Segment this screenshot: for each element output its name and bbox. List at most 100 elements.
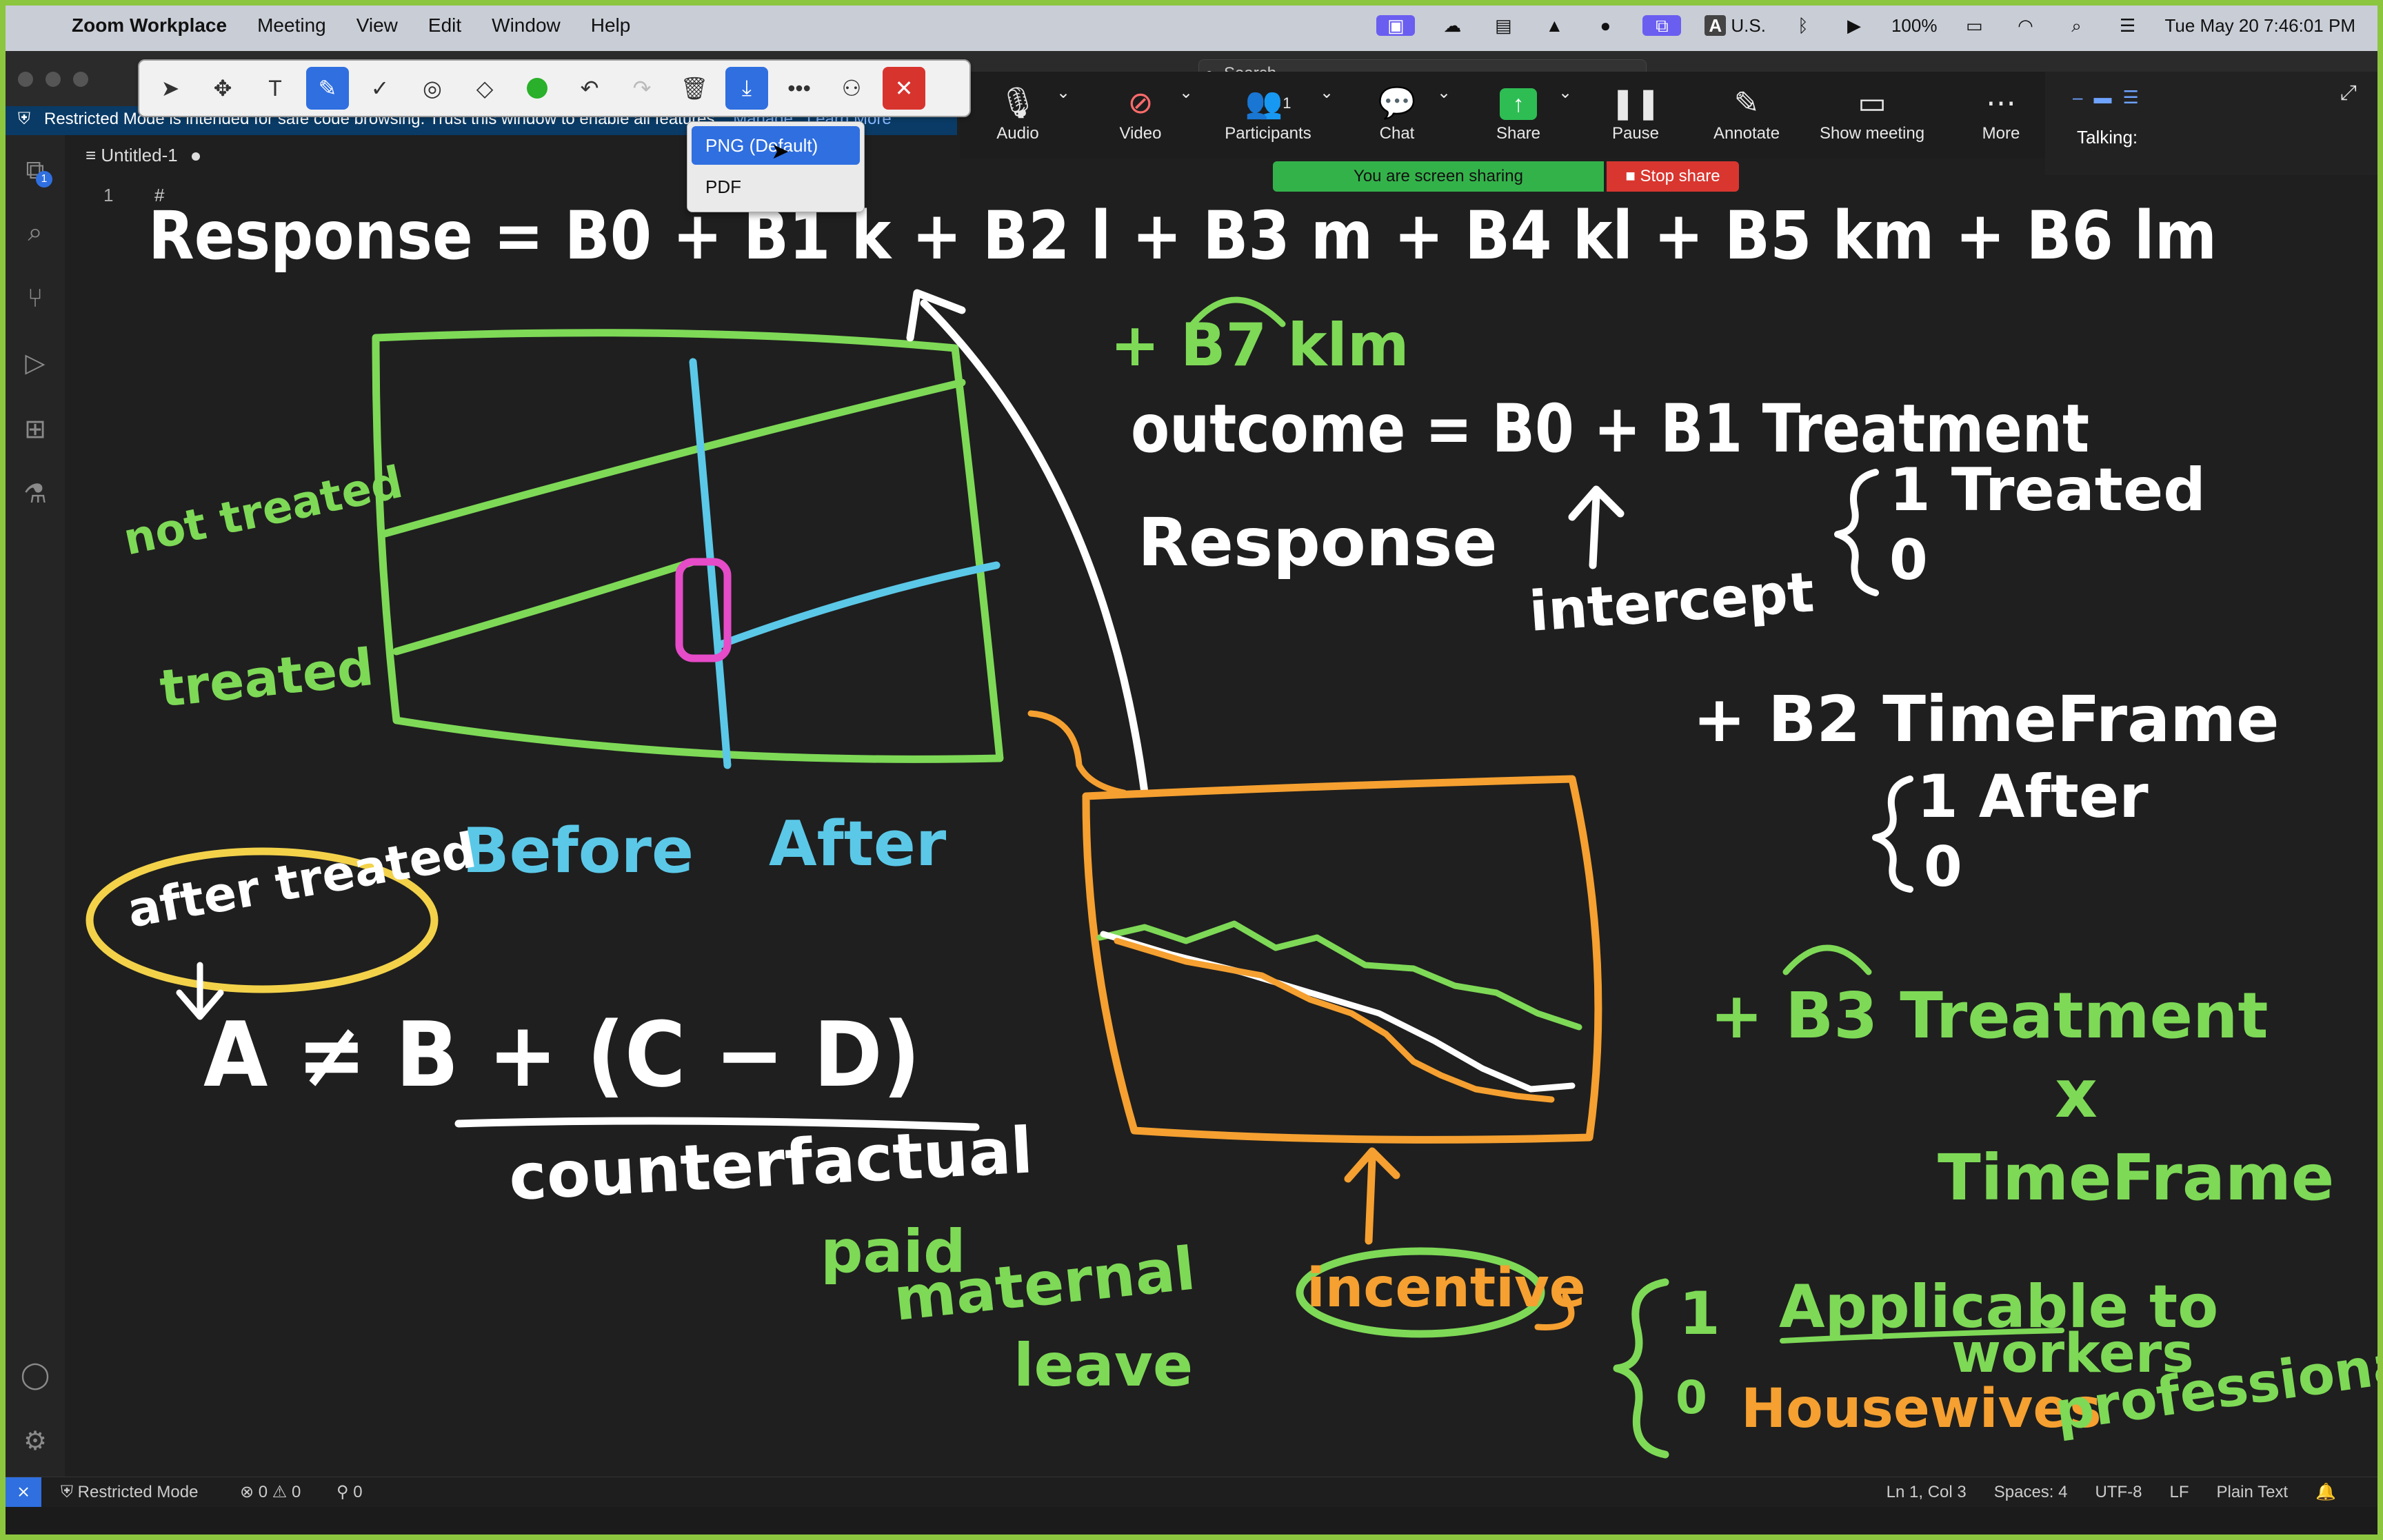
status-cursor-position[interactable]: Ln 1, Col 3 (1886, 1483, 1967, 1501)
video-options-chevron-icon[interactable]: ⌄ (1179, 83, 1194, 102)
menu-view[interactable]: View (356, 14, 398, 36)
battery-percent[interactable]: 100% (1891, 14, 1938, 36)
wifi-icon[interactable]: ◠ (2018, 15, 2033, 36)
save-png-option[interactable]: PNG (Default) (692, 126, 860, 165)
eraser-icon[interactable]: ◇ (476, 76, 494, 101)
office-icon[interactable]: ▤ (1495, 15, 1512, 36)
menu-edit[interactable]: Edit (428, 14, 462, 36)
eq-interaction: + B3 Treatment (1710, 979, 2269, 1053)
pause-share-button[interactable]: ❚❚ Pause (1601, 83, 1670, 143)
chat-button[interactable]: 💬 Chat (1363, 83, 1431, 143)
expand-icon[interactable]: ⤢ (2340, 81, 2357, 104)
menu-meeting[interactable]: Meeting (257, 14, 326, 36)
applicable-underline (1780, 1328, 2064, 1344)
spotlight-search-icon[interactable]: ⌕ (2071, 15, 2082, 36)
chat-label: Chat (1379, 124, 1415, 143)
incentive-ellipse (1296, 1247, 1545, 1338)
video-off-icon: ⊘ (1127, 86, 1154, 120)
input-source[interactable]: A U.S. (1705, 14, 1766, 37)
show-meeting-button[interactable]: ▭ Show meeting (1813, 83, 1931, 143)
participants-options-chevron-icon[interactable]: ⌄ (1320, 83, 1334, 102)
hat-b7 (1189, 296, 1286, 327)
participants-button[interactable]: 👥1 Participants (1216, 83, 1320, 143)
undo-icon[interactable]: ↶ (580, 76, 599, 101)
share-button[interactable]: ↑ Share (1484, 83, 1553, 143)
run-debug-icon[interactable]: ▷ (25, 349, 46, 378)
zoom-share-status-icon[interactable]: ▣ (1376, 15, 1416, 36)
code-line-1[interactable]: # (154, 185, 165, 205)
control-center-icon[interactable]: ☰ (2119, 15, 2136, 36)
unsaved-dot-icon[interactable] (191, 152, 200, 161)
save-pdf-option[interactable]: PDF (705, 176, 741, 197)
more-tools-icon[interactable]: ••• (787, 75, 811, 101)
zoom-window-button[interactable] (73, 72, 88, 87)
counterfactual-underline (454, 1117, 980, 1131)
green-box (372, 329, 1004, 763)
extensions-icon[interactable]: ⊞ (24, 415, 46, 444)
status-encoding[interactable]: UTF-8 (2095, 1483, 2142, 1501)
menu-help[interactable]: Help (590, 14, 631, 36)
status-restricted-mode[interactable]: ⛨ Restricted Mode (61, 1477, 198, 1508)
audio-button[interactable]: 🎙 Audio (983, 83, 1052, 143)
settings-gear-icon[interactable]: ⚙ (23, 1427, 48, 1456)
treated-line-before (392, 558, 697, 656)
after-one: 1 After (1917, 762, 2149, 831)
status-problems[interactable]: ⊗ 0 ⚠ 0 (240, 1483, 301, 1501)
view-mode-icons[interactable]: –▬☰ (2073, 87, 2150, 108)
stamp-check-icon[interactable]: ✓ (370, 76, 390, 101)
incentive-up-arrow (1344, 1147, 1400, 1245)
applicable-one: 1 (1679, 1279, 1720, 1348)
eq-b7: + B7 klm (1110, 311, 1409, 380)
play-icon[interactable]: ▶ (1847, 15, 1861, 36)
status-language-mode[interactable]: Plain Text (2216, 1483, 2289, 1501)
chat-options-chevron-icon[interactable]: ⌄ (1437, 83, 1451, 102)
menu-app-name[interactable]: Zoom Workplace (72, 14, 228, 36)
audio-options-chevron-icon[interactable]: ⌄ (1056, 83, 1071, 102)
notifications-bell-icon[interactable]: 🔔 (2315, 1483, 2336, 1501)
spotlight-icon[interactable]: ◎ (423, 76, 442, 101)
messages-icon[interactable]: ● (1600, 15, 1611, 36)
status-indentation[interactable]: Spaces: 4 (1993, 1483, 2068, 1501)
cloud-icon[interactable]: ☁ (1443, 15, 1462, 36)
source-control-icon[interactable]: ⑂ (27, 284, 43, 313)
chat-icon: 💬 (1378, 86, 1416, 120)
redo-icon[interactable]: ↷ (632, 76, 652, 101)
audio-label: Audio (996, 124, 1039, 143)
hat-b3 (1782, 944, 1872, 975)
share-options-chevron-icon[interactable]: ⌄ (1558, 83, 1573, 102)
menu-window[interactable]: Window (492, 14, 561, 36)
screen-mirror-icon[interactable]: ⧉ (1642, 15, 1682, 36)
move-tool-icon[interactable]: ✥ (213, 76, 232, 101)
yellow-ellipse (86, 847, 439, 993)
status-eol[interactable]: LF (2169, 1483, 2189, 1501)
tab-untitled-1[interactable]: ≡ Untitled-1 (86, 145, 200, 166)
bluetooth-icon[interactable]: ᛒ (1798, 15, 1809, 36)
close-window-button[interactable] (18, 72, 33, 87)
stop-share-button[interactable]: ■ Stop share (1607, 161, 1739, 192)
color-picker-button[interactable] (516, 67, 559, 110)
pen-tool-icon[interactable]: ✎ (306, 67, 349, 110)
close-annotation-icon[interactable]: ✕ (883, 67, 925, 110)
save-download-icon[interactable]: ⤓ (725, 67, 768, 110)
text-tool-icon[interactable]: T (268, 75, 282, 101)
battery-icon: ▭ (1966, 15, 1983, 36)
clear-trash-icon[interactable]: 🗑 (680, 76, 709, 101)
more-button[interactable]: ⋯ More (1967, 83, 2035, 143)
select-tool-icon[interactable]: ➤ (161, 76, 180, 101)
menubar-clock[interactable]: Tue May 20 7:46:01 PM (2164, 14, 2355, 36)
annotate-button[interactable]: ✎ Annotate (1709, 83, 1784, 143)
label-after: After (769, 808, 947, 880)
minimize-window-button[interactable] (46, 72, 61, 87)
testing-flask-icon[interactable]: ⚗ (23, 480, 48, 509)
participants-label: Participants (1225, 124, 1311, 143)
treated-brace (1834, 469, 1879, 596)
accounts-icon[interactable]: ◯ (20, 1361, 50, 1390)
search-view-icon[interactable]: ⌕ (28, 218, 43, 247)
status-ports[interactable]: ⚲ 0 (336, 1483, 363, 1501)
vlc-cone-icon[interactable]: ▲ (1545, 15, 1564, 36)
annotator-names-icon[interactable]: ⚇ (841, 76, 862, 101)
video-button[interactable]: ⊘ Video (1106, 83, 1175, 143)
remote-indicator-icon[interactable]: ⨯ (6, 1477, 41, 1508)
